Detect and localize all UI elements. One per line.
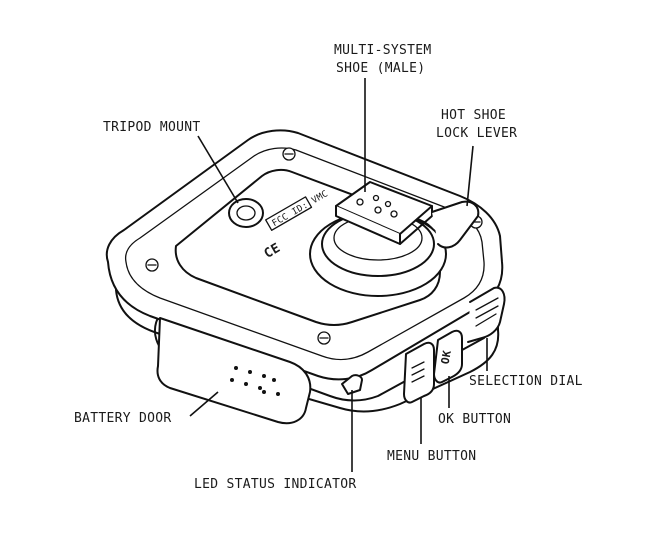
menu-icon (411, 361, 425, 383)
label-led-status: LED STATUS INDICATOR (194, 477, 357, 492)
label-ok-button: OK BUTTON (438, 412, 511, 427)
ok-key-label: OK (439, 349, 454, 365)
body-top-inner (124, 147, 485, 361)
menu-button[interactable] (403, 341, 435, 404)
label-hotshoe-line2: LOCK LEVER (436, 126, 517, 141)
leader-battery (189, 391, 219, 417)
label-tripod-mount: TRIPOD MOUNT (103, 120, 201, 135)
leader-tripod (197, 135, 239, 204)
leader-hotshoe (466, 145, 474, 207)
multi-system-shoe (335, 181, 433, 245)
label-battery-door: BATTERY DOOR (74, 411, 172, 426)
screw-icon (145, 258, 159, 272)
screw-icon (282, 147, 296, 161)
battery-door (156, 317, 312, 425)
label-selection-dial: SELECTION DIAL (469, 374, 583, 389)
led-status-indicator (341, 374, 363, 395)
screw-icon (317, 331, 331, 345)
ce-mark: CE (262, 241, 284, 262)
vent-dots (230, 366, 280, 396)
tripod-mount-icon (228, 198, 264, 228)
ok-button[interactable]: OK (433, 329, 463, 384)
label-shoe-line1: MULTI-SYSTEM (334, 43, 432, 58)
selection-dial[interactable] (467, 286, 506, 343)
label-menu-button: MENU BUTTON (387, 449, 476, 464)
label-hotshoe-line1: HOT SHOE (441, 108, 506, 123)
label-shoe-line2: SHOE (MALE) (336, 61, 425, 76)
